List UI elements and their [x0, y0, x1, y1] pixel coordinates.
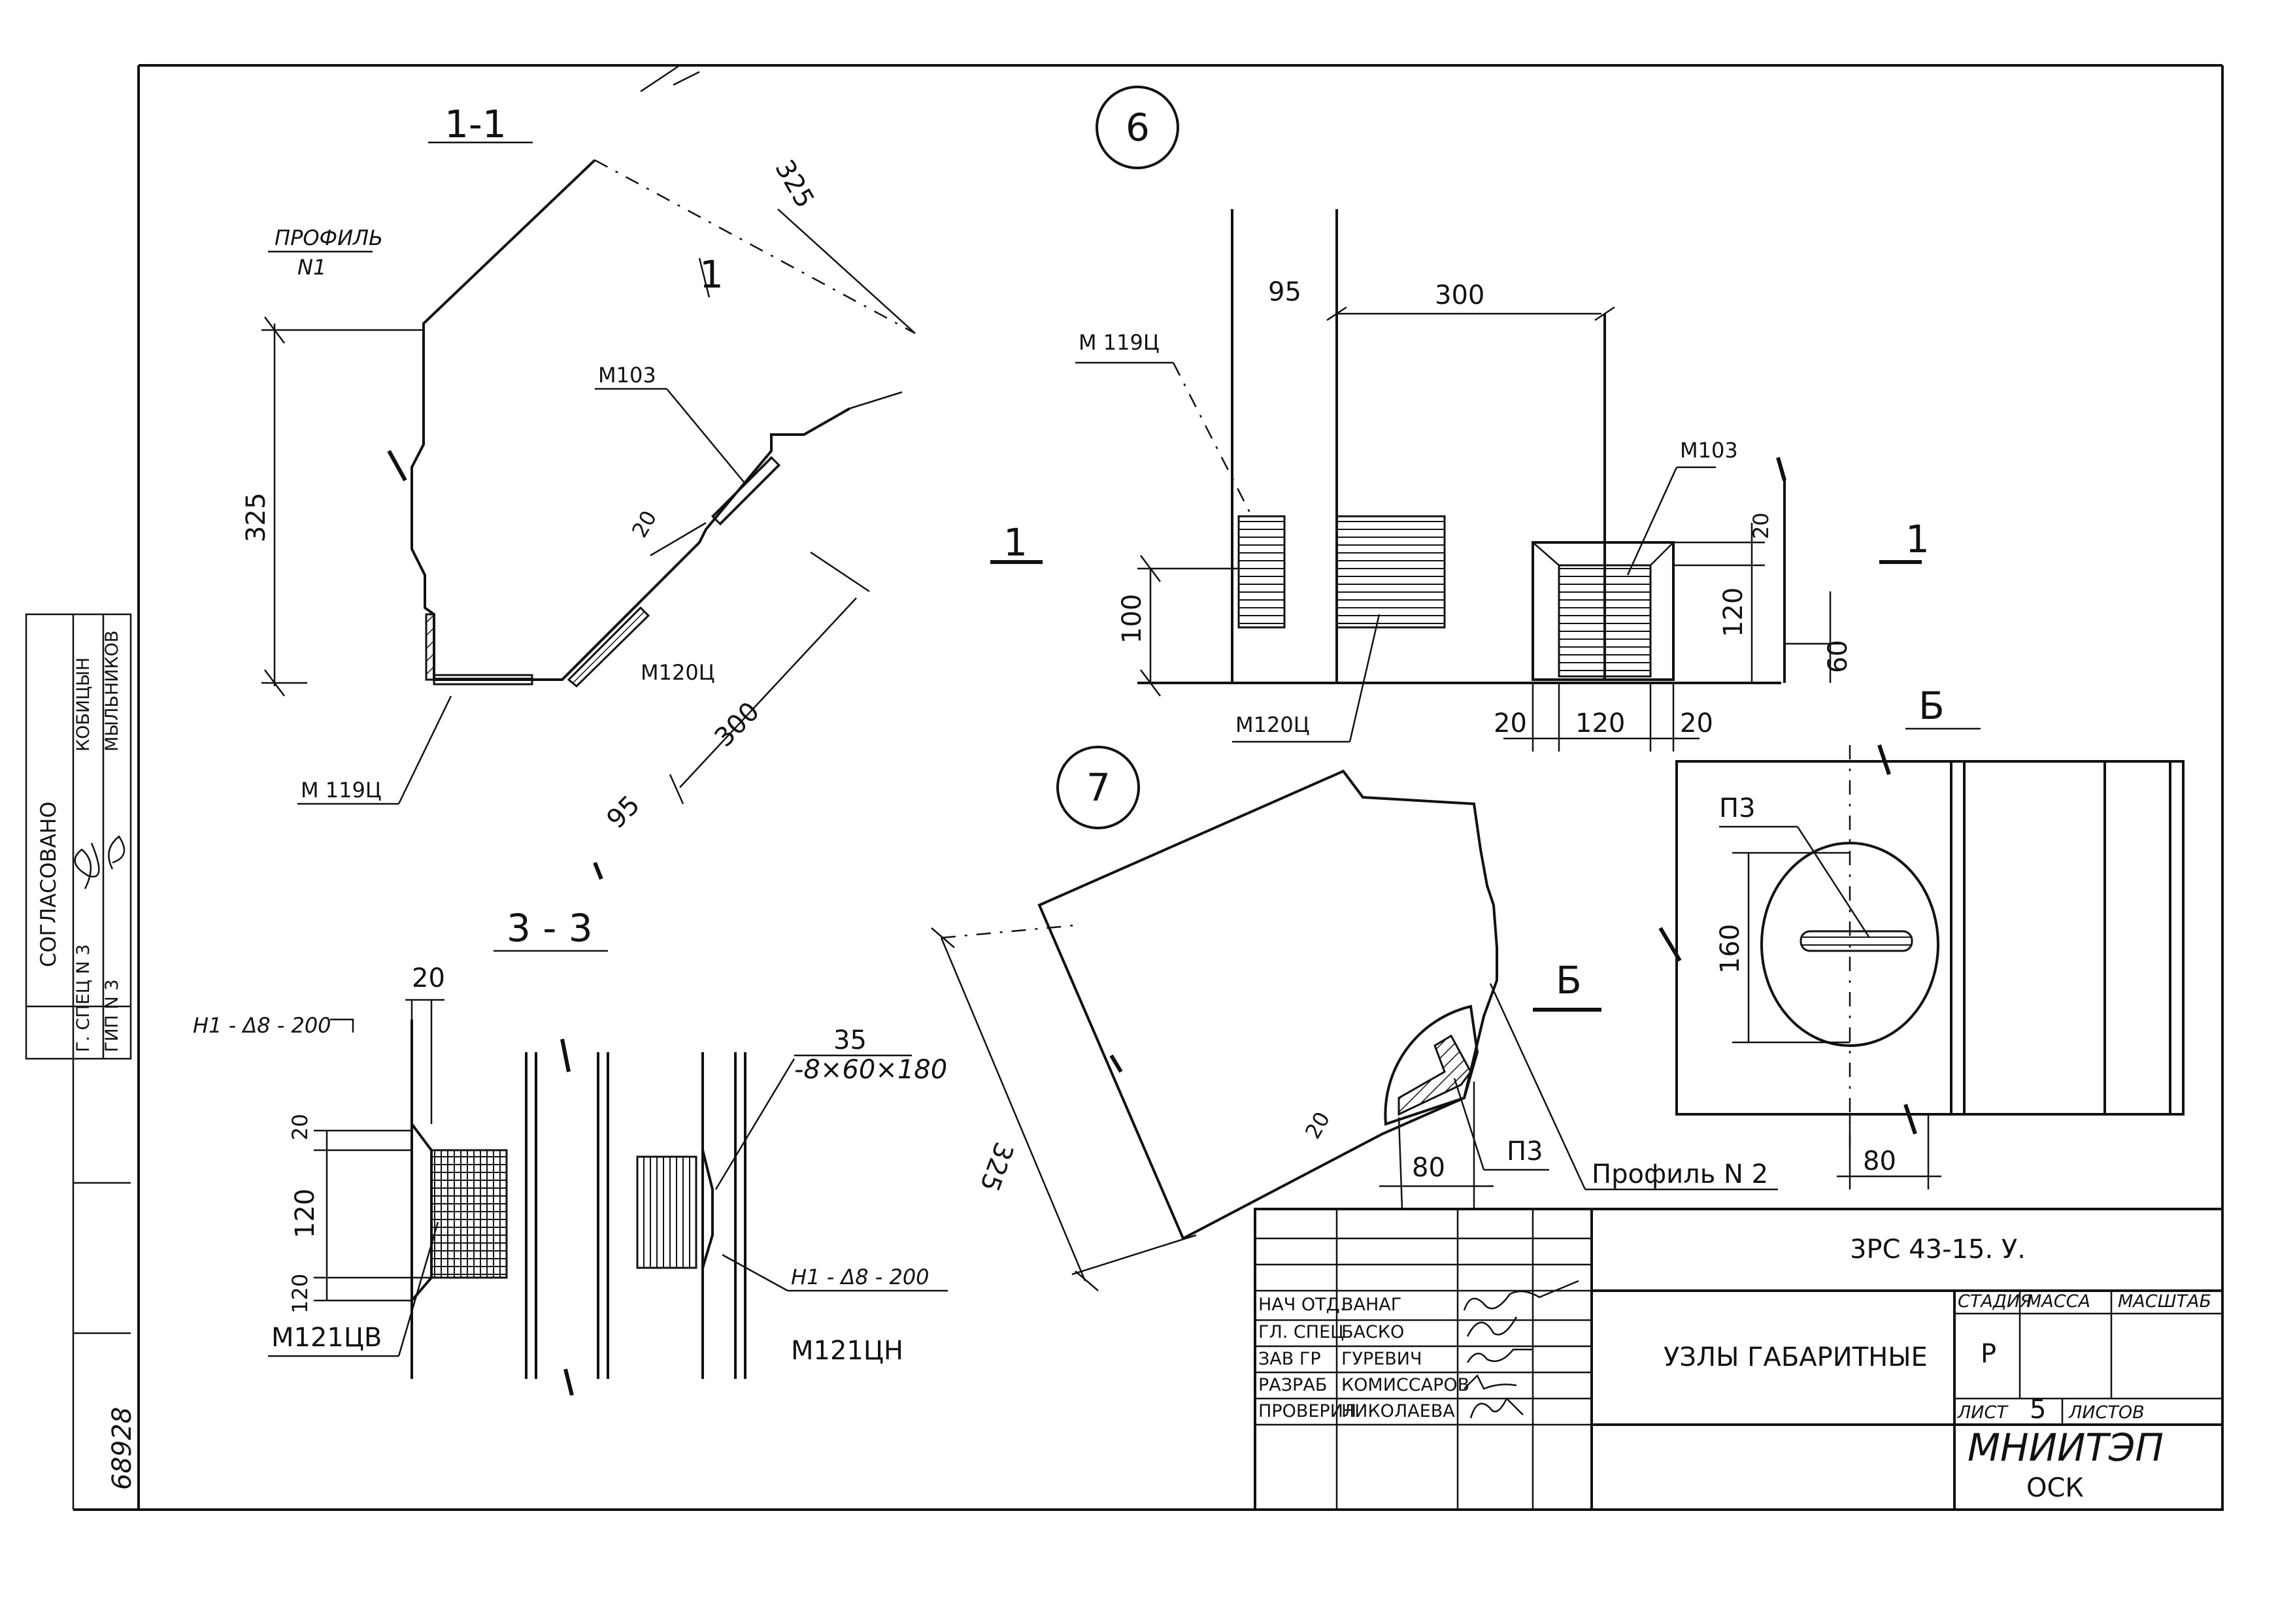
org-dept: ОСК	[2026, 1473, 2084, 1503]
s3-d35: 35	[833, 1025, 867, 1055]
role-3: РАЗРАБ	[1258, 1375, 1327, 1395]
scale-header: МАСШТАБ	[2118, 1291, 2211, 1312]
signature-2	[1466, 1348, 1533, 1363]
s3-m121b: M121ЦВ	[271, 1323, 382, 1353]
s3-plate: -8×60×180	[794, 1055, 947, 1085]
sheet-number: 5	[2030, 1395, 2046, 1425]
approval-signature-2	[108, 835, 126, 870]
approval-role-1: Г. СПЕЦ N 3	[73, 944, 93, 1052]
role-4: ПРОВЕРИЛ	[1258, 1401, 1356, 1421]
n7-cut-b: Б	[1556, 958, 1582, 1003]
inventory-number: 68928	[107, 1407, 137, 1490]
name-1: БАСКО	[1341, 1322, 1404, 1342]
n7-d325: 325	[973, 1138, 1018, 1195]
approval-signature	[74, 842, 100, 889]
section-1-1-title: 1-1	[444, 102, 507, 146]
approval-name-2: МЫЛЬНИКОВ	[102, 631, 122, 752]
s1-d325-left: 325	[241, 493, 271, 542]
stage-header: СТАДИЯ	[1958, 1291, 2032, 1312]
s3-d20: 20	[288, 1114, 312, 1140]
role-1: ГЛ. СПЕЦ	[1258, 1322, 1344, 1342]
approval-heading: СОГЛАСОВАНО	[36, 801, 61, 967]
org-name: МНИИТЭП	[1968, 1425, 2164, 1470]
s1-d95: 95	[601, 790, 646, 835]
drawing-title: УЗЛЫ ГАБАРИТНЫЕ	[1664, 1342, 1928, 1372]
signature-0	[1463, 1280, 1579, 1311]
signature-3	[1464, 1374, 1517, 1390]
n6-d120-h: 120	[1575, 708, 1625, 738]
section-3-3-title: 3 - 3	[507, 906, 593, 950]
view-b-title: Б	[1918, 684, 1945, 728]
n7-p3: П3	[1507, 1136, 1543, 1167]
s1-profile-num: N1	[297, 255, 326, 280]
vb-d160: 160	[1715, 924, 1745, 974]
s1-mark-1: 1	[699, 252, 724, 297]
node-6: 6 95 300 M 119Ц M103 M120Ц	[990, 86, 1930, 752]
s1-m103: M103	[598, 363, 656, 388]
n6-cut-left: 1	[1003, 520, 1028, 565]
sheet-frame	[73, 64, 2224, 1511]
s3-h1-left: Н1 - Δ8 - 200	[193, 1013, 331, 1038]
vb-d80: 80	[1863, 1146, 1896, 1176]
s1-m120: M120Ц	[641, 660, 715, 685]
title-block: 3РС 43-15. У. УЗЛЫ ГАБАРИТНЫЕ СТАДИЯ МАС…	[1254, 1208, 2224, 1511]
n6-m103: M103	[1680, 438, 1738, 463]
sheets-label: ЛИСТОВ	[2068, 1402, 2145, 1423]
n6-cut-right: 1	[1905, 517, 1930, 561]
n6-d95: 95	[1268, 277, 1301, 307]
s1-m119: M 119Ц	[301, 778, 382, 803]
role-0: НАЧ ОТД.	[1258, 1295, 1345, 1315]
n6-d60: 60	[1823, 640, 1853, 673]
n6-d20-r: 20	[1680, 708, 1713, 738]
node-6-number: 6	[1126, 105, 1150, 150]
s3-d120: 120	[290, 1189, 320, 1238]
n6-m120: M120Ц	[1235, 712, 1310, 737]
n6-d300: 300	[1435, 280, 1484, 310]
doc-code: 3РС 43-15. У.	[1850, 1235, 2026, 1265]
approval-strip: СОГЛАСОВАНО Г. СПЕЦ N 3 ГИП N 3 КОБИЦЫН …	[25, 613, 137, 1510]
node-7-number: 7	[1086, 765, 1111, 810]
signature-1	[1466, 1316, 1518, 1337]
name-2: ГУРЕВИЧ	[1341, 1349, 1422, 1369]
name-0: ВАНАГ	[1341, 1295, 1401, 1315]
approval-role-2: ГИП N 3	[102, 979, 122, 1052]
role-2: ЗАВ ГР	[1258, 1349, 1321, 1369]
s3-d20-top: 20	[412, 963, 445, 993]
signature-4	[1469, 1397, 1524, 1419]
s3-m121h: M121ЦН	[791, 1336, 903, 1366]
s1-d20: 20	[627, 506, 662, 542]
n6-d100: 100	[1117, 594, 1147, 644]
n7-profile2: Профиль N 2	[1592, 1159, 1768, 1189]
n7-d80: 80	[1412, 1153, 1445, 1183]
name-3: КОМИССАРОВ	[1341, 1375, 1469, 1395]
s3-d120b: 120	[288, 1274, 312, 1314]
section-3-3: 3 - 3 20 Н1 - Δ8 - 200 20 120 120 M1	[193, 906, 948, 1396]
s1-profile-label: ПРОФИЛЬ	[275, 225, 383, 250]
section-1-1: 1-1 325 1 325 ПРОФИЛЬ N1 M103 20	[241, 64, 916, 880]
vb-p3: П3	[1719, 793, 1756, 823]
node-7: 7 325 20 80 П3 Б Профиль N 2	[931, 746, 1778, 1291]
n7-d20: 20	[1300, 1108, 1335, 1143]
approval-name-1: КОБИЦЫН	[73, 657, 93, 752]
s1-d325-top: 325	[769, 155, 820, 213]
n6-d120-v: 120	[1718, 588, 1749, 637]
n6-d20-top: 20	[1749, 512, 1773, 539]
sheet-label: ЛИСТ	[1957, 1402, 2009, 1423]
n6-m119: M 119Ц	[1079, 330, 1160, 355]
stage-value: Р	[1981, 1339, 1996, 1369]
s3-h1-right: Н1 - Δ8 - 200	[791, 1265, 930, 1289]
view-b: Б П3 160 80	[1658, 684, 2185, 1189]
name-4: НИКОЛАЕВА	[1341, 1401, 1455, 1421]
n6-d20-l: 20	[1494, 708, 1527, 738]
mass-header: МАССА	[2026, 1291, 2090, 1312]
